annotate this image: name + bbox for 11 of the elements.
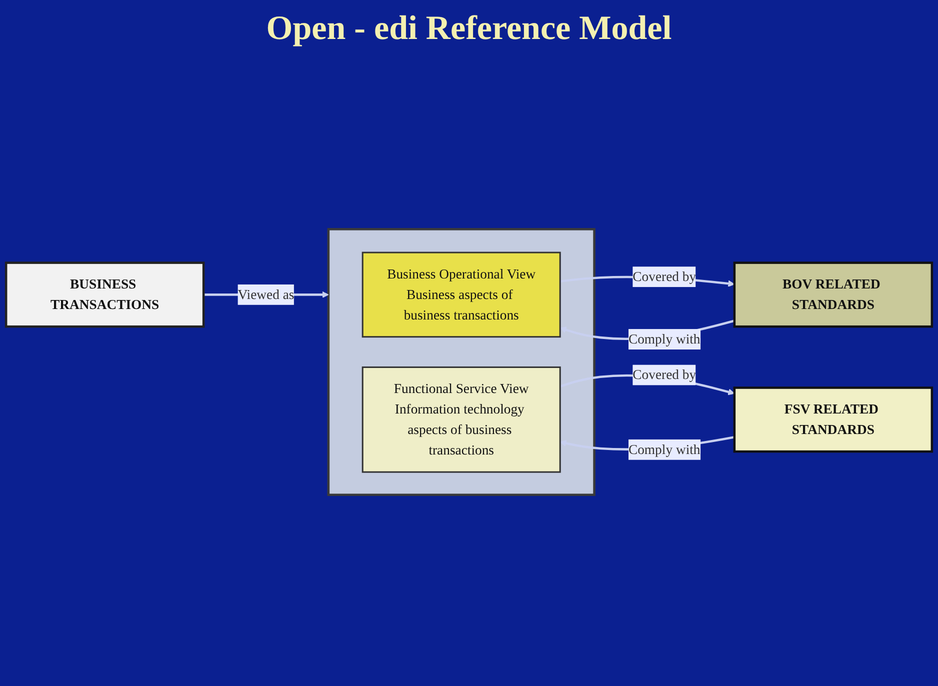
edge-label: Viewed as xyxy=(238,286,294,302)
node-box: BUSINESS TRANSACTIONS xyxy=(4,262,205,328)
node-box: Functional Service View Information technology aspects of business transactions xyxy=(362,366,561,473)
diagram-title: Open - edi Reference Model xyxy=(265,10,673,48)
node-box: Business Operational View Business aspects of business transactions xyxy=(362,252,561,338)
node-box: FSV RELATED STANDARDS xyxy=(733,386,934,453)
edge-label: Covered by xyxy=(632,268,696,284)
edge-label: Comply with xyxy=(628,442,700,457)
cluster xyxy=(327,228,596,496)
edge-label: Comply with xyxy=(628,331,700,347)
node-box: BOV RELATED STANDARDS xyxy=(733,262,934,328)
